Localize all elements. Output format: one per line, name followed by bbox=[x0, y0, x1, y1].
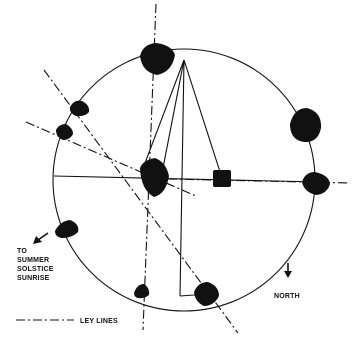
apex-line-down bbox=[180, 60, 184, 296]
stone-upper-left bbox=[70, 101, 89, 117]
stone-upper-right bbox=[290, 108, 321, 142]
north-label: NORTH bbox=[274, 293, 300, 300]
stone-bottom-left bbox=[134, 284, 149, 298]
sunrise-label-line-2: SUMMER bbox=[17, 257, 49, 264]
ley-lines bbox=[26, 4, 350, 333]
construction-lines bbox=[54, 60, 320, 296]
sunrise-label-line-3: SOLSTICE bbox=[17, 266, 54, 273]
legend-ley-lines-label: LEY LINES bbox=[80, 318, 118, 325]
stone-bottom bbox=[194, 282, 219, 306]
stone-right bbox=[302, 172, 330, 195]
stone-left bbox=[56, 124, 73, 140]
stone-lower-left bbox=[55, 220, 78, 238]
sunrise-arrow-icon bbox=[33, 233, 48, 244]
sunrise-indicator: TO SUMMER SOLSTICE SUNRISE bbox=[17, 233, 54, 282]
north-arrow-icon bbox=[284, 263, 292, 278]
stone-center bbox=[140, 158, 169, 197]
ley-line-shallow bbox=[26, 122, 196, 196]
apex-line-right bbox=[184, 60, 222, 178]
sunrise-label-line-1: TO bbox=[17, 248, 27, 255]
north-indicator: NORTH bbox=[274, 263, 300, 300]
sunrise-label-line-4: SUNRISE bbox=[17, 275, 50, 282]
stone-top bbox=[140, 43, 175, 75]
apex-line-inner bbox=[163, 60, 184, 168]
legend: LEY LINES bbox=[16, 318, 118, 325]
apex-line-left bbox=[142, 60, 184, 171]
stone-square bbox=[213, 170, 231, 187]
